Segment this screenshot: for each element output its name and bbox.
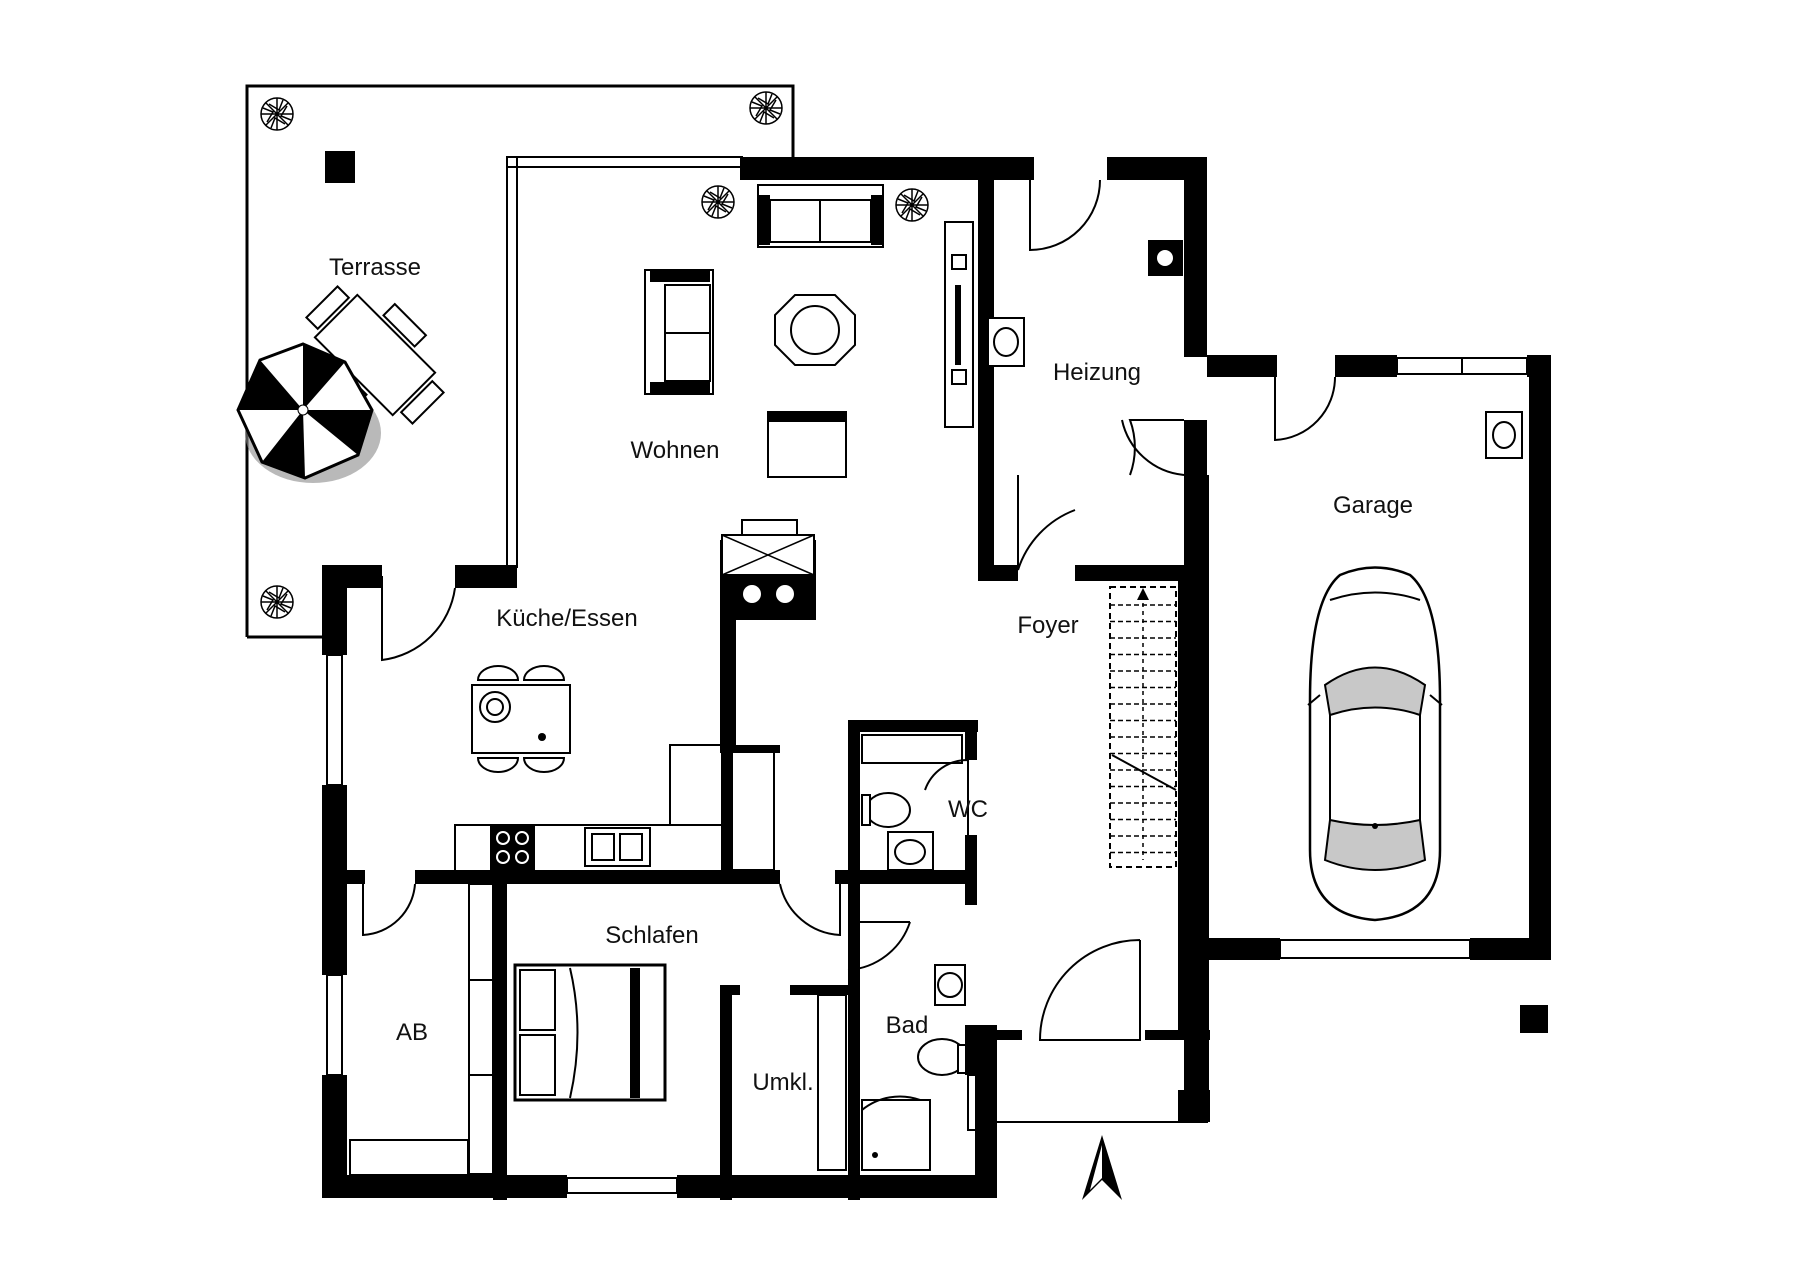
sanitary-fixtures [861,317,1523,1171]
bedroom-furniture [513,963,667,1102]
doors [362,179,1337,1041]
north-arrow-icon [1082,1135,1122,1200]
kitchen-furniture [471,665,651,870]
room-label-garage: Garage [1333,492,1413,519]
room-label-schlafen: Schlafen [605,922,698,949]
car-icon [1307,566,1443,922]
walls [322,156,1551,1200]
room-label-terrasse: Terrasse [329,254,421,281]
room-label-foyer: Foyer [1017,612,1078,639]
room-label-heizung: Heizung [1053,359,1141,386]
living-furniture [644,184,974,478]
room-label-kueche-essen: Küche/Essen [496,605,637,632]
terrace-furniture [236,91,783,619]
room-label-wc: WC [948,796,988,823]
room-label-ab: AB [396,1019,428,1046]
room-label-bad: Bad [886,1012,929,1039]
room-label-wohnen: Wohnen [631,437,720,464]
terrace [245,84,795,639]
staircase [1109,586,1198,895]
umbrella-icon [236,342,381,483]
room-label-umkl: Umkl. [752,1069,813,1096]
